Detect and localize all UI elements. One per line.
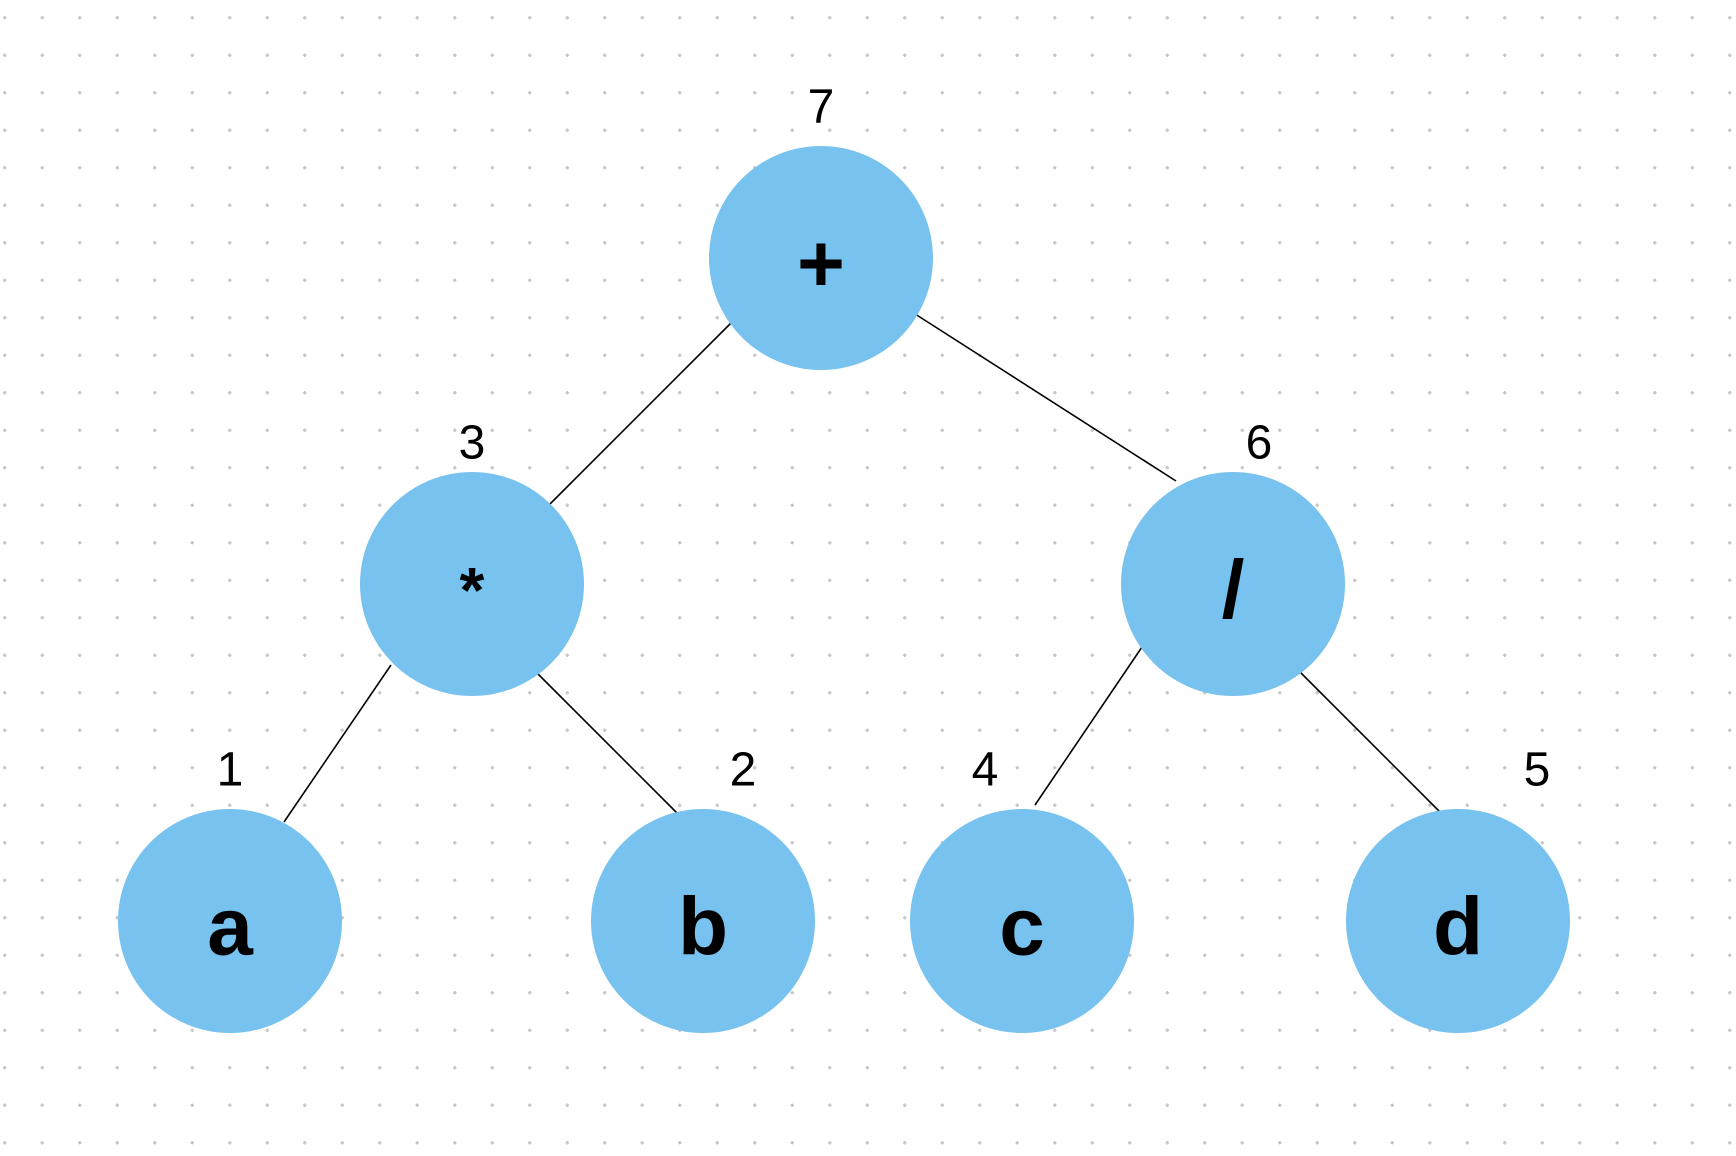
tree-node-6: /6 [1121, 417, 1345, 696]
tree-node-2: b2 [591, 744, 815, 1033]
node-symbol: d [1433, 882, 1483, 973]
node-circle [591, 809, 815, 1033]
node-circle [118, 809, 342, 1033]
node-order-label: 1 [217, 744, 244, 797]
node-circle [360, 472, 584, 696]
node-symbol: * [460, 554, 485, 626]
tree-node-4: c4 [910, 744, 1134, 1033]
node-order-label: 4 [972, 744, 999, 797]
edges-layer [283, 311, 1442, 823]
edge-n6-n5 [1299, 671, 1442, 814]
tree-node-5: d5 [1346, 744, 1570, 1033]
edge-n6-n4 [1034, 646, 1143, 806]
edge-n7-n3 [549, 322, 732, 505]
node-circle [709, 146, 933, 370]
tree-node-1: a1 [118, 744, 342, 1033]
node-symbol: / [1222, 545, 1245, 636]
tree-node-3: *3 [360, 417, 584, 696]
node-order-label: 6 [1246, 417, 1273, 470]
node-circle [1121, 472, 1345, 696]
node-circle [910, 809, 1134, 1033]
edge-n3-n1 [283, 664, 392, 823]
edge-n3-n2 [535, 671, 679, 815]
node-order-label: 3 [459, 417, 486, 470]
node-order-label: 5 [1524, 744, 1551, 797]
node-symbol: + [797, 219, 845, 310]
edge-n7-n6 [911, 311, 1177, 482]
node-order-label: 2 [730, 744, 757, 797]
node-order-label: 7 [808, 81, 835, 134]
node-circle [1346, 809, 1570, 1033]
tree-node-7: +7 [709, 81, 933, 370]
node-symbol: c [999, 882, 1045, 973]
node-symbol: b [678, 882, 728, 973]
node-symbol: a [207, 882, 254, 973]
